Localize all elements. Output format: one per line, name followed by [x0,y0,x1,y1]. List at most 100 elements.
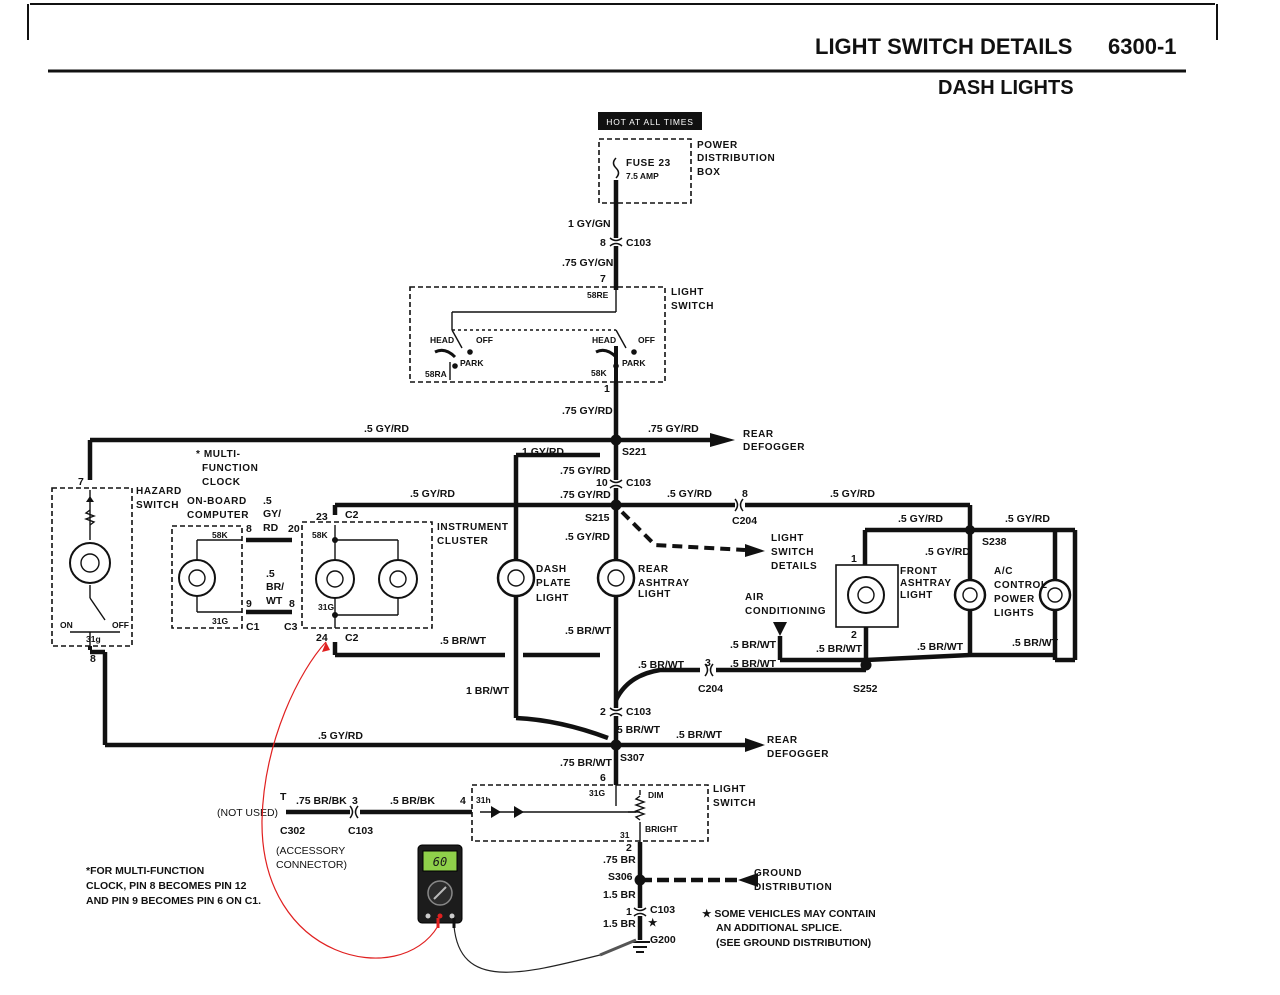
light-switch-top-name-1: LIGHT [671,287,704,298]
cluster-bulb-2 [378,559,418,599]
pin-8-c204: 8 [742,488,748,500]
switch-details-2: SWITCH [771,547,814,558]
dash-plate-name-3: LIGHT [536,593,569,604]
rheostat [480,785,646,842]
rear-ashtray-name-3: LIGHT [638,589,671,600]
clock-wire-br-3: WT [266,595,283,607]
clock-name-2: FUNCTION [202,463,258,474]
pin-8-hazard: 8 [90,653,96,665]
clock-31g: 31G [212,616,228,626]
rear-defogger-top-1: REAR [743,429,774,440]
pin-2-ashtray: 2 [851,629,857,641]
cluster-node-bottom [332,612,338,618]
clock-bulb-filament [188,569,206,587]
page-title: LIGHT SWITCH DETAILS [815,34,1073,59]
pin-24-cluster: 24 [316,632,328,644]
rear-ashtray-bulb [596,558,636,598]
pin-20-cluster: 20 [288,523,300,535]
switch-park-1: PARK [460,358,484,368]
multimeter: 60 [417,844,463,928]
pin-8-clock: 8 [246,523,252,535]
wire-label-w14: .5 GY/RD [565,531,610,543]
cluster-name-1: INSTRUMENT [437,522,509,533]
wire-label-w28: .75 BR/BK [296,795,347,807]
cluster-58k: 58K [312,530,328,540]
cluster-31g: 31G [318,602,334,612]
pin-1-c103: 1 [626,906,632,918]
computer-name-2: COMPUTER [187,510,249,521]
instrument-cluster [301,521,433,629]
black-probe-lead [453,925,601,973]
pin-10-c103: 10 [596,477,608,489]
switch-details-3: DETAILS [771,561,817,572]
ac-name-4: LIGHTS [994,608,1034,619]
pin-2-c103: 2 [600,706,606,718]
jack-com[interactable] [425,913,431,919]
wire-label-w25: .5 BR/WT [614,724,661,736]
c204b-symbol [704,663,714,677]
wire-label-w29: .5 BR/BK [390,795,435,807]
terminal-58re: 58RE [587,290,609,300]
dash-plate-bulb [496,558,536,598]
br-wt-ground-bus [90,527,1078,748]
star-note-line-3: (SEE GROUND DISTRIBUTION) [716,937,871,949]
hazard-internals [70,490,120,646]
accessory-name-1: (ACCESSORY [276,845,345,857]
connector-c2b: C2 [345,632,359,644]
splice-s307 [610,739,622,751]
wire-label-w7: .75 GY/RD [560,465,611,477]
star-note-line-1: ★ SOME VEHICLES MAY CONTAIN [702,908,876,920]
rear-defogger-bottom-1: REAR [767,735,798,746]
pin-7-hazard: 7 [78,476,84,488]
multimeter-display [422,850,458,872]
pin-4-switch: 4 [460,795,466,807]
wire-label-w21: .5 BR/WT [816,643,863,655]
contact-3 [452,363,458,369]
connector-c103c: C103 [626,706,651,718]
jack-amp[interactable] [449,913,455,919]
wire-label-w10: .5 GY/RD [667,488,712,500]
switch-31h: 31h [476,795,491,805]
splice-s215-label: S215 [585,512,610,524]
splice-s221-label: S221 [622,446,647,458]
switch-off-1: OFF [476,335,493,345]
wire-label-w26: .5 BR/WT [676,729,723,741]
switch-park-2: PARK [622,358,646,368]
light-switch-top [409,286,666,383]
splice-s221 [610,434,622,446]
wire-label-w3: .75 GY/RD [562,405,613,417]
switch-bright: BRIGHT [645,824,678,834]
not-used-label: (NOT USED) [217,807,278,819]
light-switch-top-name-2: SWITCH [671,301,714,312]
power-box-name-2: DISTRIBUTION [697,153,775,164]
pin-7-switch: 7 [600,273,606,285]
connector-c3: C3 [284,621,298,633]
wire-label-w12: .5 GY/RD [898,513,943,525]
switch-31g: 31G [589,788,605,798]
wire-label-w5: .75 GY/RD [648,423,699,435]
switch-head-1: HEAD [430,335,454,345]
cluster-bulb-1 [315,559,355,599]
pin-2-ground: 2 [626,842,632,854]
wire-label-w30: .75 BR [603,854,636,866]
wire-label-w13b: .5 GY/RD [318,730,363,742]
wire-label-w16: .5 BR/WT [440,635,487,647]
computer-name-1: ON-BOARD [187,496,247,507]
page-number: 6300-1 [1108,34,1177,59]
hazard-switch [51,487,133,647]
jack-volt[interactable] [437,913,443,919]
rear-defogger-arrow-bottom [745,738,765,752]
pin-3-c204: 3 [705,657,711,669]
c103d-symbol [349,805,359,819]
clock-wire-gy-1: .5 [263,495,272,507]
pin-8-c103: 8 [600,237,606,249]
splice-s215 [610,499,622,511]
clock-wire-br-1: .5 [266,568,275,580]
connector-c103d: C103 [348,825,373,837]
splice-s307-label: S307 [620,752,645,764]
star-note-line-2: AN ADDITIONAL SPLICE. [716,922,842,934]
front-ashtray-filament [857,586,875,604]
connector-c103a: C103 [626,237,651,249]
wire-label-w8: .75 GY/RD [560,489,611,501]
